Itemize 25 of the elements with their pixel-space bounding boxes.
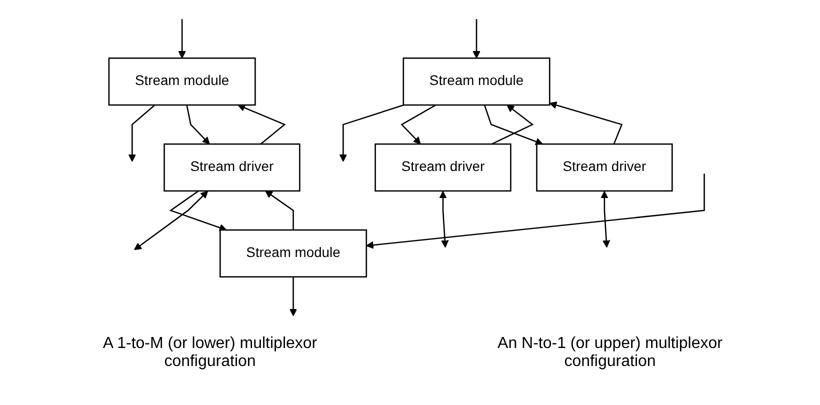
arrow xyxy=(440,190,450,248)
arrow xyxy=(170,190,228,232)
arrow xyxy=(128,104,156,162)
process-box: Stream driver xyxy=(536,143,674,192)
process-box: Stream module xyxy=(220,229,368,278)
caption-text: A 1-to-M (or lower) multiplexor configuration xyxy=(102,335,318,371)
process-box: Stream driver xyxy=(164,143,301,192)
arrow xyxy=(134,190,208,250)
arrow xyxy=(550,102,624,144)
process-box: Stream module xyxy=(403,58,551,106)
arrow xyxy=(178,19,186,58)
arrow xyxy=(600,190,610,248)
caption-text: An N-to-1 (or upper) multiplexor configuration xyxy=(496,335,724,371)
arrow xyxy=(484,104,544,146)
process-box: Stream driver xyxy=(375,143,512,192)
arrow xyxy=(265,190,294,230)
arrow xyxy=(238,104,286,145)
process-box: Stream module xyxy=(108,58,256,106)
arrow xyxy=(366,174,706,249)
arrow xyxy=(340,104,404,162)
arrow xyxy=(492,104,534,145)
arrow xyxy=(186,104,210,144)
arrow xyxy=(401,104,436,144)
arrow xyxy=(290,276,298,316)
arrow xyxy=(473,19,481,58)
